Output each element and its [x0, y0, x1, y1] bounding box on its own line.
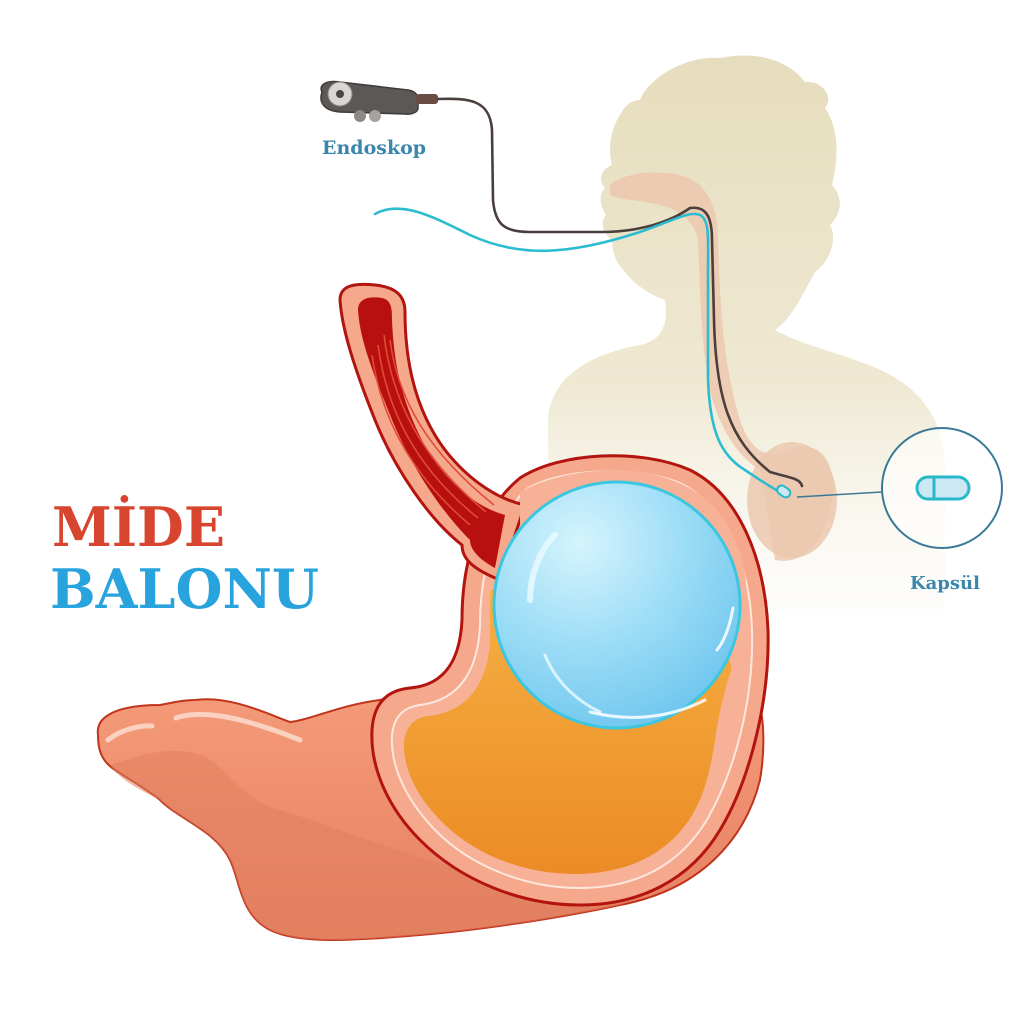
- capsule-tip: [776, 484, 792, 499]
- endoscope-icon: [320, 80, 438, 122]
- endoscope-neck: [416, 94, 438, 104]
- esophagus-striations: [371, 334, 495, 526]
- balloon-highlight-1: [527, 532, 558, 603]
- balloon-highlight-3: [588, 698, 707, 719]
- endoscope-label: Endoskop: [322, 137, 426, 159]
- endoscope-button-1: [354, 110, 366, 122]
- stomach: [96, 282, 770, 941]
- endoscope-cable: [436, 97, 804, 488]
- stomach-rugae: [716, 598, 743, 771]
- balloon-highlight-2: [543, 653, 602, 714]
- striation: [377, 344, 479, 519]
- striation: [389, 339, 495, 506]
- capsule-callout-line: [796, 491, 883, 498]
- endoscope-knob-center: [336, 90, 344, 98]
- endoscope-button-2: [369, 110, 381, 122]
- capsule-icon: [915, 475, 971, 501]
- duodenum-highlight-1: [105, 723, 155, 743]
- balloon-catheter: [373, 207, 782, 494]
- gastric-balloon: [492, 480, 742, 730]
- striation: [371, 354, 471, 526]
- title-line-1: MİDE: [52, 494, 225, 559]
- duodenum-highlight-2: [173, 711, 303, 743]
- silhouette-stomach-shade: [747, 442, 837, 558]
- balloon-highlight-4: [715, 606, 735, 652]
- balloon-body: [492, 480, 742, 730]
- striation: [383, 334, 487, 513]
- title-line-2: BALONU: [50, 557, 319, 621]
- capsule-body: [915, 475, 971, 501]
- capsule-label: Kapsül: [910, 573, 980, 594]
